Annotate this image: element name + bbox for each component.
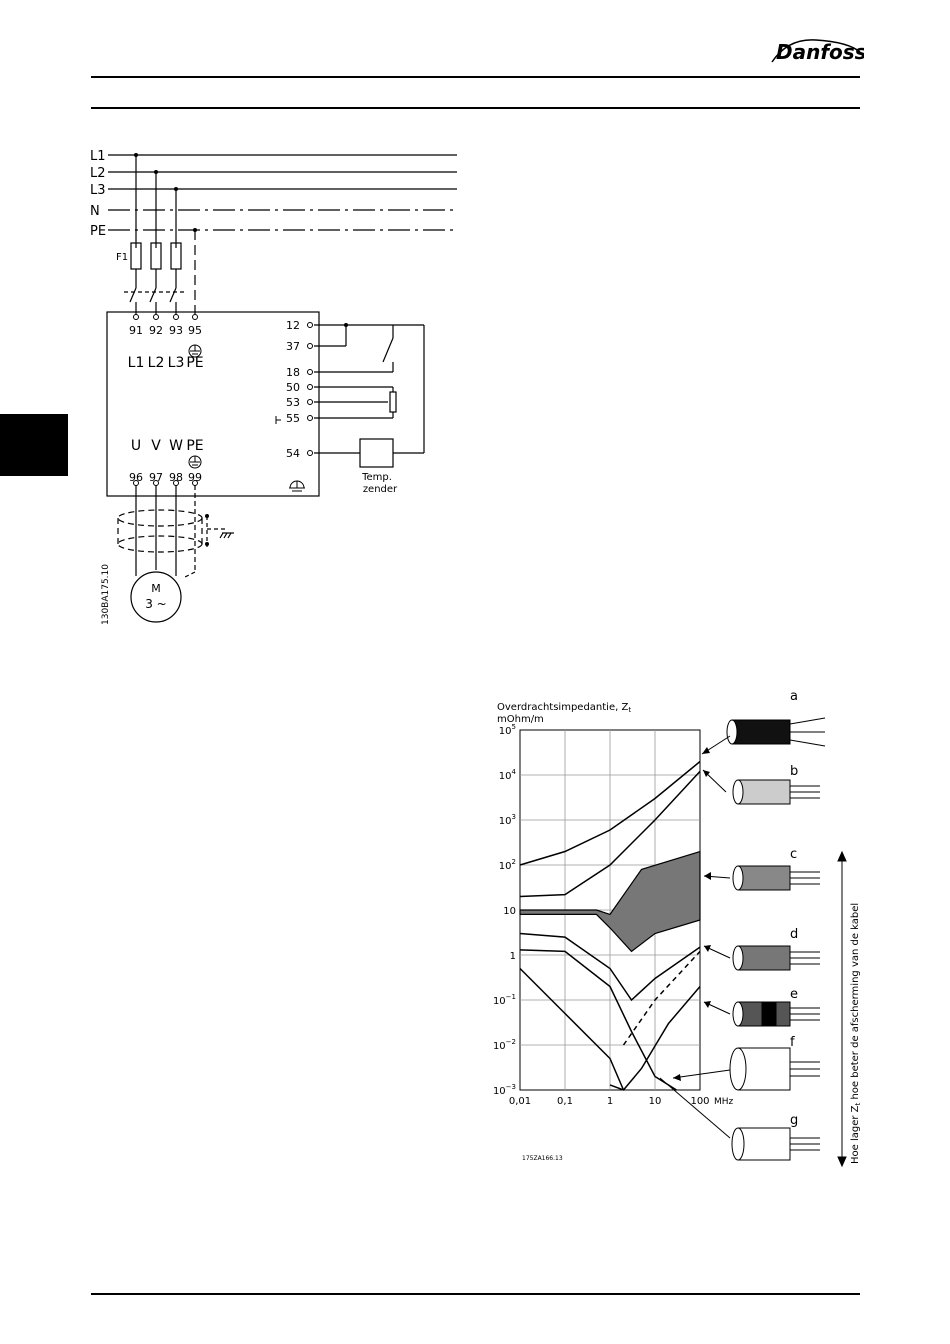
cable-illustrations	[727, 718, 825, 1160]
terminal-98: 98	[169, 471, 183, 484]
terminal-92: 92	[149, 324, 163, 337]
danfoss-logo: Danfoss	[768, 32, 864, 72]
cable-c	[733, 866, 820, 890]
motor-label-pe: PE	[186, 438, 203, 454]
series-line-8	[624, 951, 701, 1045]
shielding-arrow	[838, 852, 846, 1166]
y-tick-label: 10−3	[493, 1083, 516, 1097]
cable-letter-e: e	[790, 987, 798, 1002]
terminal-12: 12	[286, 319, 300, 332]
x-tick-label: 0,01	[509, 1096, 531, 1107]
cable-screen-upper	[118, 510, 202, 526]
cable-d	[733, 946, 820, 970]
side-note: Hoe lager Zt hoe beter de afscherming va…	[850, 903, 862, 1164]
terminal-97: 97	[149, 471, 163, 484]
cable-e	[733, 1002, 820, 1026]
footer-rule	[91, 1293, 860, 1295]
line-label-n: N	[90, 204, 100, 219]
terminal-53: 53	[286, 396, 300, 409]
cable-letter-g: g	[790, 1113, 798, 1128]
potentiometer	[390, 392, 396, 412]
temp-sensor-box	[360, 439, 393, 467]
line-label-pe: PE	[90, 224, 106, 239]
cable-f	[730, 1048, 820, 1090]
fuse-label: F1	[116, 252, 128, 263]
terminal-55: 55	[286, 412, 300, 425]
cable-letter-b: b	[790, 764, 798, 779]
terminal-54: 54	[286, 447, 300, 460]
terminal-93: 93	[169, 324, 183, 337]
y-tick-label: 102	[499, 858, 516, 872]
y-tick-label: 105	[499, 723, 516, 737]
power-label-l3: L3	[168, 355, 185, 371]
terminal-91: 91	[129, 324, 143, 337]
line-label-l1: L1	[90, 149, 106, 164]
header-rule-bottom	[91, 107, 860, 109]
cable-b	[733, 780, 820, 804]
x-tick-label: 0,1	[557, 1096, 573, 1107]
y-tick-label: 1	[510, 951, 516, 962]
line-label-l3: L3	[90, 183, 106, 198]
motor-label-v: V	[151, 438, 161, 454]
cable-letter-f: f	[790, 1035, 795, 1050]
chart-unit: mOhm/m	[497, 714, 544, 725]
cable-screen-lower	[118, 536, 202, 552]
cable-letter-d: d	[790, 927, 798, 942]
y-tick-label: 103	[499, 813, 516, 827]
line-label-l2: L2	[90, 166, 106, 181]
terminal-18: 18	[286, 366, 300, 379]
series-line-6	[520, 969, 624, 1091]
y-tick-label: 104	[499, 768, 517, 782]
x-tick-label: 1	[607, 1096, 613, 1107]
sensor-label-1: Temp.	[361, 472, 392, 483]
motor-label-w: W	[169, 438, 183, 454]
brand-logo-text: Danfoss	[776, 40, 864, 64]
chart-title: Overdrachtsimpedantie, Zt	[497, 702, 631, 714]
cable-arrows	[660, 736, 730, 1138]
x-tick-label: 10	[649, 1096, 662, 1107]
chapter-tab	[0, 414, 68, 476]
y-tick-label: 10	[503, 906, 516, 917]
power-label-l2: L2	[148, 355, 165, 371]
x-axis-unit: MHz	[714, 1097, 734, 1107]
wiring-diagram: L1 L2 L3 N PE F1 91 92 93 95 96 97 98 99…	[80, 140, 480, 640]
y-tick-label: 10−1	[493, 993, 516, 1007]
motor-text: M	[151, 582, 161, 595]
impedance-chart: Overdrachtsimpedantie, Zt mOhm/m 0,01 0,1…	[490, 680, 890, 1180]
terminal-95: 95	[188, 324, 202, 337]
figure-code-chart: 175ZA166.13	[522, 1155, 563, 1162]
common-symbol	[276, 416, 281, 424]
cable-g	[732, 1128, 820, 1160]
motor-label-u: U	[131, 438, 141, 454]
terminal-99: 99	[188, 471, 202, 484]
power-label-pe: PE	[186, 355, 203, 371]
figure-code-wiring: 130BA175.10	[101, 564, 111, 625]
cable-letter-a: a	[790, 689, 798, 704]
sensor-label-2: zender	[363, 484, 398, 495]
motor-phase-text: 3 ~	[145, 597, 167, 611]
cable-a	[727, 718, 825, 746]
x-tick-label: 100	[690, 1096, 709, 1107]
header-rule-top	[91, 76, 860, 78]
cable-letter-c: c	[790, 847, 797, 862]
terminal-37: 37	[286, 340, 300, 353]
y-tick-label: 10−2	[493, 1038, 516, 1052]
terminal-96: 96	[129, 471, 143, 484]
terminal-50: 50	[286, 381, 300, 394]
series-line-5	[520, 950, 677, 1090]
power-label-l1: L1	[128, 355, 145, 371]
